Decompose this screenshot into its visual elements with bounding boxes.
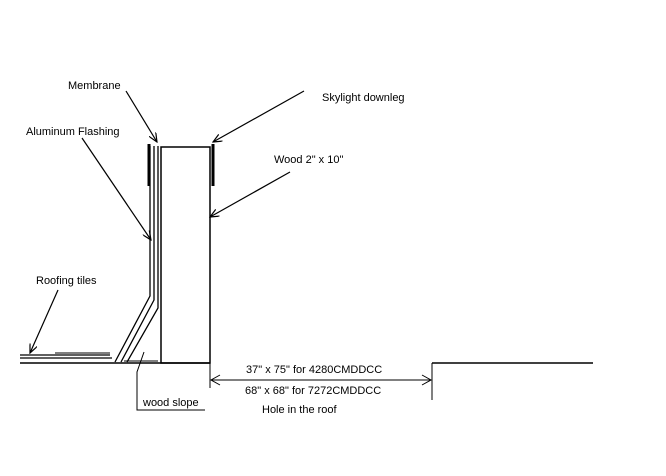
- label-membrane: Membrane: [68, 80, 121, 92]
- wood-slope-leader: [136, 351, 205, 411]
- membrane-leader: [125, 90, 157, 142]
- label-hole: Hole in the roof: [262, 404, 338, 416]
- aluminum-flashing-outer: [114, 146, 151, 363]
- aluminum-flashing-inner: [120, 146, 155, 363]
- wood-2x10: [160, 146, 211, 364]
- label-dimension-2: 68" x 68" for 7272CMDDCC: [245, 385, 381, 397]
- label-dimension-1: 37" x 75" for 4280CMDDCC: [246, 364, 382, 376]
- label-wood: Wood 2" x 10": [274, 154, 343, 166]
- skylight-leader: [213, 90, 305, 142]
- flashing-leader: [81, 137, 151, 240]
- membrane: [126, 146, 159, 363]
- wood-leader: [210, 171, 291, 217]
- label-wood-slope: wood slope: [142, 397, 199, 409]
- roofing-tiles-leader: [30, 289, 59, 353]
- label-roofing-tiles: Roofing tiles: [36, 275, 97, 287]
- label-skylight-downleg: Skylight downleg: [322, 92, 405, 104]
- dimension-arrow-left: [209, 374, 221, 386]
- dimension-arrow-right: [421, 374, 433, 386]
- label-aluminum-flashing: Aluminum Flashing: [26, 126, 120, 138]
